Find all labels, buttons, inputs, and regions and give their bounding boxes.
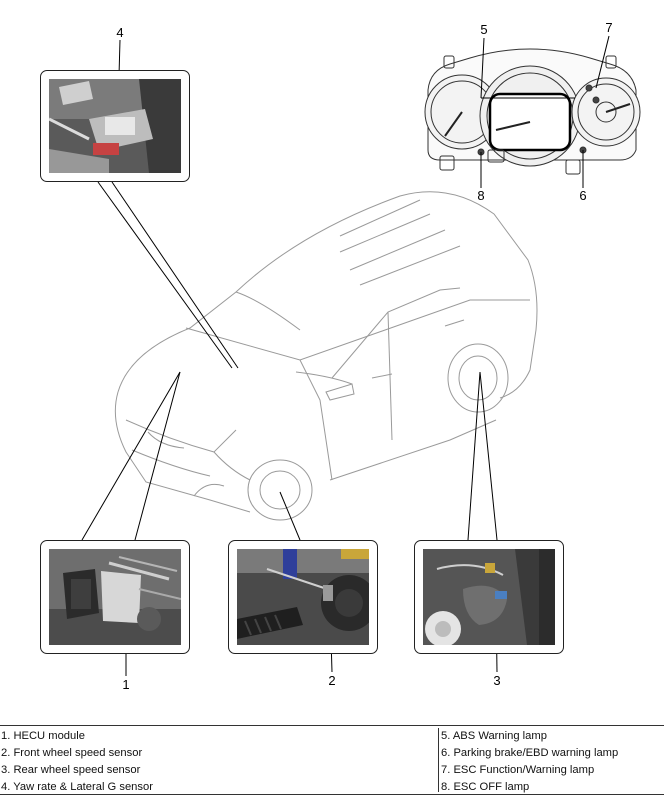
callout-6: 6 <box>579 188 587 203</box>
front-wheel-sensor-photo <box>237 549 369 645</box>
inset-hecu-module <box>40 540 190 654</box>
legend-item-rear-wheel-speed-sensor: 3. Rear wheel speed sensor <box>1 764 141 776</box>
callout-3: 3 <box>493 673 501 688</box>
inset-leader-lines <box>81 181 498 541</box>
legend-right-column: 5. ABS Warning lamp 6. Parking brake/EBD… <box>438 728 664 793</box>
inset-front-wheel-speed-sensor <box>228 540 378 654</box>
callout-5: 5 <box>480 22 488 37</box>
inset-rear-wheel-speed-sensor <box>414 540 564 654</box>
legend-table: 1. HECU module 2. Front wheel speed sens… <box>0 725 664 795</box>
legend-item-hecu-module: 1. HECU module <box>1 730 85 742</box>
inset-yaw-rate-sensor <box>40 70 190 182</box>
hecu-module-photo <box>49 549 181 645</box>
legend-item-esc-off-lamp: 8. ESC OFF lamp <box>441 781 530 793</box>
legend-item-front-wheel-speed-sensor: 2. Front wheel speed sensor <box>1 747 143 759</box>
legend-left-column: 1. HECU module 2. Front wheel speed sens… <box>1 728 435 796</box>
callout-4: 4 <box>116 25 124 40</box>
callout-7: 7 <box>605 20 613 35</box>
legend-item-abs-warning-lamp: 5. ABS Warning lamp <box>441 730 547 742</box>
rear-wheel-sensor-photo <box>423 549 555 645</box>
cluster-leader-lines <box>480 35 610 188</box>
legend-item-yaw-rate-sensor: 4. Yaw rate & Lateral G sensor <box>1 781 153 793</box>
callout-8: 8 <box>477 188 485 203</box>
yaw-rate-sensor-photo <box>49 79 181 173</box>
legend-item-parking-brake-ebd-lamp: 6. Parking brake/EBD warning lamp <box>441 747 619 759</box>
vehicle-outline <box>114 191 538 521</box>
callout-1: 1 <box>122 677 130 692</box>
instrument-cluster <box>424 48 641 175</box>
callout-2: 2 <box>328 673 336 688</box>
legend-item-esc-function-lamp: 7. ESC Function/Warning lamp <box>441 764 595 776</box>
component-location-diagram <box>81 35 641 676</box>
